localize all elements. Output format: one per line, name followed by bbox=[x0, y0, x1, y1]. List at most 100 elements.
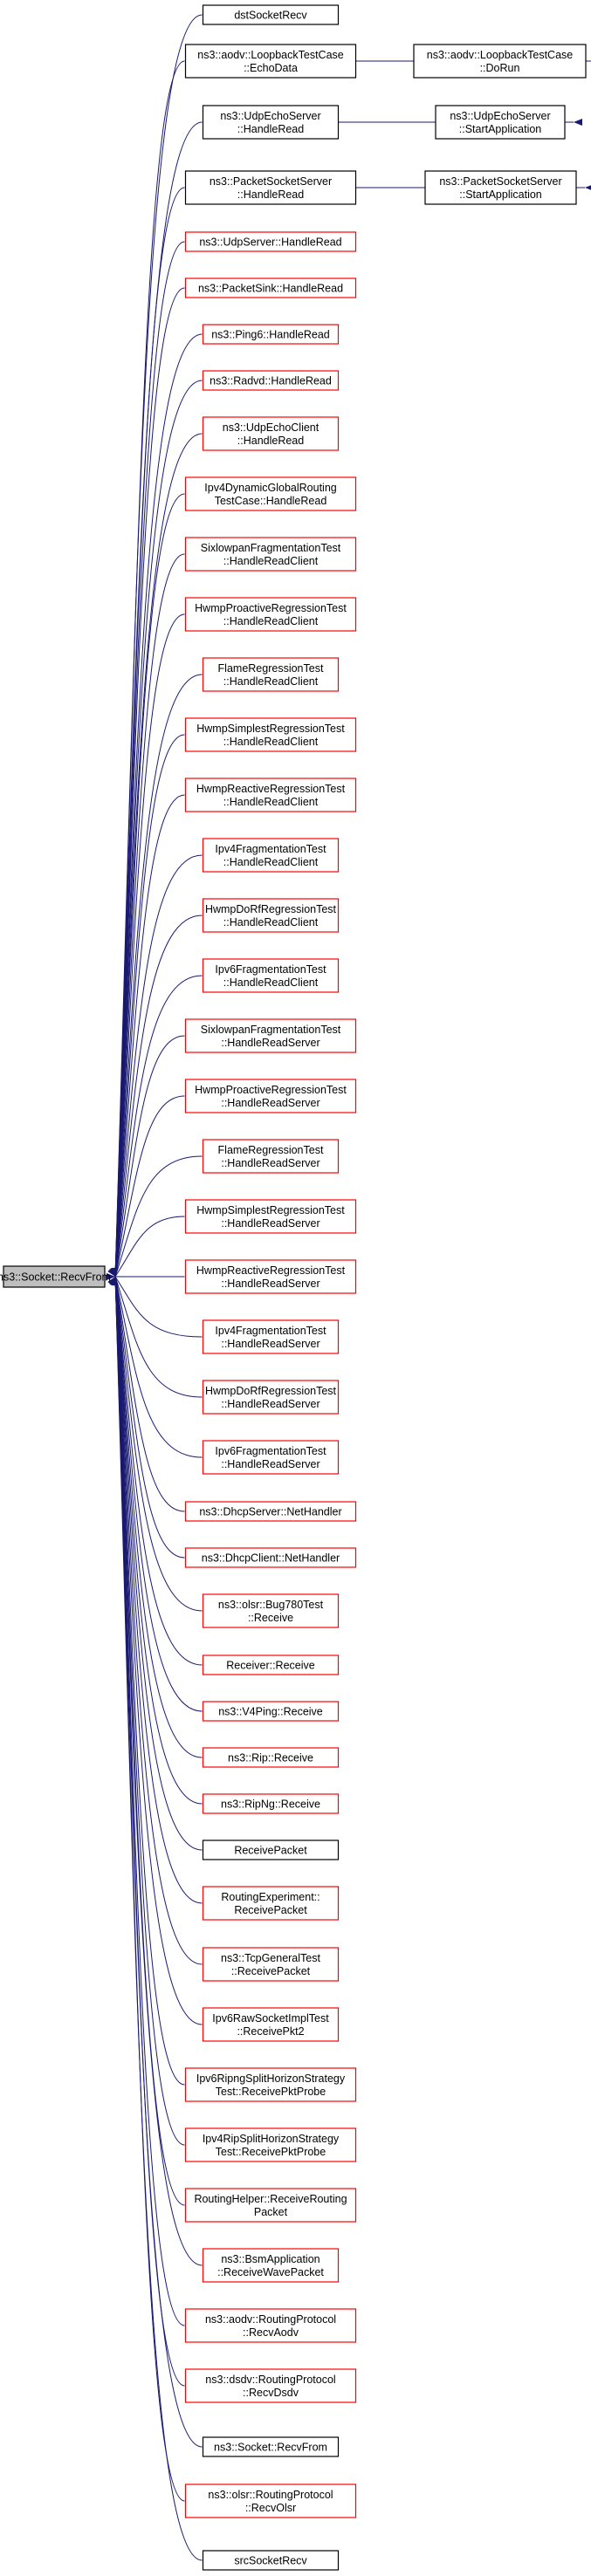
node-box bbox=[202, 1701, 340, 1722]
node-box bbox=[435, 105, 566, 140]
node-ipv6fragmentationtest-handlereadclient[interactable]: Ipv6FragmentationTest::HandleReadClient bbox=[202, 958, 340, 993]
node-label-line: HwmpProactiveRegressionTest bbox=[195, 602, 347, 614]
call-edge-ns3-socket-recvfrom bbox=[111, 1267, 203, 2448]
node-dstsocketrecv[interactable]: dstSocketRecv bbox=[202, 4, 340, 25]
node-label-line: HwmpReactiveRegressionTest bbox=[196, 783, 346, 795]
node-label-line: ::HandleReadClient bbox=[223, 615, 319, 627]
node-label-line: ns3::Radvd::HandleRead bbox=[210, 375, 332, 387]
node-label-line: ns3::TcpGeneralTest bbox=[221, 1952, 320, 1964]
node-ns3-ripng-receive[interactable]: ns3::RipNg::Receive bbox=[202, 1793, 340, 1814]
focus-node: ns3::Socket::RecvFrom bbox=[0, 1265, 111, 1288]
node-label-line: ::HandleRead bbox=[237, 435, 304, 447]
node-ns3-udpserver-handleread[interactable]: ns3::UdpServer::HandleRead bbox=[184, 231, 357, 252]
node-ns3-dsdv-routingprotocol-recvdsdv[interactable]: ns3::dsdv::RoutingProtocol::RecvDsdv bbox=[184, 2368, 357, 2403]
node-box bbox=[184, 44, 357, 79]
node-label-line: ns3::UdpServer::HandleRead bbox=[199, 236, 341, 249]
node-ns3-v4ping-receive[interactable]: ns3::V4Ping::Receive bbox=[202, 1701, 340, 1722]
call-edge-ns3-udpechoclient-handleread bbox=[111, 433, 203, 1286]
node-label-line: ::HandleReadServer bbox=[221, 1217, 320, 1230]
node-hwmpreactiveregressiontest-handlereadserver[interactable]: HwmpReactiveRegressionTest::HandleReadSe… bbox=[184, 1259, 357, 1294]
node-srcsocketrecv[interactable]: srcSocketRecv bbox=[202, 2550, 340, 2571]
node-hwmpproactiveregressiontest-handlereadserver[interactable]: HwmpProactiveRegressionTest::HandleReadS… bbox=[184, 1079, 357, 1113]
node-hwmpdorfregressiontest-handlereadserver[interactable]: HwmpDoRfRegressionTest::HandleReadServer bbox=[202, 1380, 340, 1415]
node-ns3-tcpgeneraltest-receivepacket[interactable]: ns3::TcpGeneralTest::ReceivePacket bbox=[202, 1947, 340, 1982]
node-box bbox=[202, 2436, 340, 2457]
node-label-line: ns3::Socket::RecvFrom bbox=[214, 2442, 327, 2454]
node-hwmpproactiveregressiontest-handlereadclient[interactable]: HwmpProactiveRegressionTest::HandleReadC… bbox=[184, 597, 357, 632]
node-ns3-udpechoserver-startapplication[interactable]: ns3::UdpEchoServer::StartApplication bbox=[435, 105, 566, 140]
node-label-line: ns3::BsmApplication bbox=[221, 2253, 320, 2265]
node-box bbox=[184, 1079, 357, 1113]
node-hwmpdorfregressiontest-handlereadclient[interactable]: HwmpDoRfRegressionTest::HandleReadClient bbox=[202, 898, 340, 933]
node-label-line: ::Receive bbox=[248, 1612, 293, 1624]
call-edge-ns3-dhcpserver-nethandler bbox=[110, 1267, 185, 1512]
node-label-line: Ipv6RipngSplitHorizonStrategy bbox=[196, 2072, 346, 2085]
node-receiver-receive[interactable]: Receiver::Receive bbox=[202, 1655, 340, 1675]
node-ipv4ripsplithorizonstrategy-test-receivepktprobe[interactable]: Ipv4RipSplitHorizonStrategyTest::Receive… bbox=[184, 2127, 357, 2162]
node-box bbox=[413, 44, 587, 79]
call-edge-flameregressiontest-handlereadclient bbox=[111, 674, 203, 1286]
node-sixlowpanfragmentationtest-handlereadclient[interactable]: SixlowpanFragmentationTest::HandleReadCl… bbox=[184, 537, 357, 572]
node-ns3-dhcpclient-nethandler[interactable]: ns3::DhcpClient::NetHandler bbox=[184, 1547, 357, 1568]
node-ipv6fragmentationtest-handlereadserver[interactable]: Ipv6FragmentationTest::HandleReadServer bbox=[202, 1440, 340, 1475]
node-ns3-olsr-routingprotocol-recvolsr[interactable]: ns3::olsr::RoutingProtocol::RecvOlsr bbox=[184, 2484, 357, 2518]
edges-layer bbox=[107, 14, 591, 2561]
node-ns3-packetsocketserver-startapplication[interactable]: ns3::PacketSocketServer::StartApplicatio… bbox=[424, 170, 577, 205]
node-flameregressiontest-handlereadserver[interactable]: FlameRegressionTest::HandleReadServer bbox=[202, 1139, 340, 1174]
call-edge-ipv6ripngsplithorizonstrategytest-receivepktprobe bbox=[111, 1267, 185, 2086]
node-ns3-rip-receive[interactable]: ns3::Rip::Receive bbox=[202, 1747, 340, 1768]
node-label-line: SixlowpanFragmentationTest bbox=[201, 1024, 341, 1036]
node-ipv4fragmentationtest-handlereadserver[interactable]: Ipv4FragmentationTest::HandleReadServer bbox=[202, 1319, 340, 1354]
node-label-line: ::HandleReadServer bbox=[221, 1458, 320, 1470]
node-receivepacket[interactable]: ReceivePacket bbox=[202, 1840, 340, 1860]
node-label-line: TestCase::HandleRead bbox=[215, 495, 327, 507]
node-ns3-aodv-loopbacktestcase-echodata[interactable]: ns3::aodv::LoopbackTestCase::EchoData bbox=[184, 44, 357, 79]
node-ns3-bsmapplication-receivewavepacket[interactable]: ns3::BsmApplication::ReceiveWavePacket bbox=[202, 2248, 340, 2283]
node-ns3-dhcpserver-nethandler[interactable]: ns3::DhcpServer::NetHandler bbox=[184, 1501, 357, 1522]
node-ipv4fragmentationtest-handlereadclient[interactable]: Ipv4FragmentationTest::HandleReadClient bbox=[202, 838, 340, 873]
node-sixlowpanfragmentationtest-handlereadserver[interactable]: SixlowpanFragmentationTest::HandleReadSe… bbox=[184, 1018, 357, 1053]
node-label-line: ns3::Ping6::HandleRead bbox=[211, 329, 330, 341]
node-label-line: ns3::V4Ping::Receive bbox=[218, 1706, 323, 1718]
node-box bbox=[184, 1018, 357, 1053]
node-ns3-ping6-handleread[interactable]: ns3::Ping6::HandleRead bbox=[202, 324, 340, 345]
node-ns3-udpechoserver-handleread[interactable]: ns3::UdpEchoServer::HandleRead bbox=[202, 105, 340, 140]
node-label-line: srcSocketRecv bbox=[234, 2555, 307, 2567]
node-ns3-socket-recvfrom[interactable]: ns3::Socket::RecvFrom bbox=[202, 2436, 340, 2457]
focus-node-box bbox=[3, 1265, 106, 1288]
node-label-line: ::HandleReadServer bbox=[221, 1338, 320, 1350]
node-box bbox=[202, 1440, 340, 1475]
call-edge-ipv6fragmentationtest-handlereadserver bbox=[109, 1267, 203, 1458]
node-ns3-aodv-routingprotocol-recvaodv[interactable]: ns3::aodv::RoutingProtocol::RecvAodv bbox=[184, 2308, 357, 2343]
node-routingexperiment-receivepacket[interactable]: RoutingExperiment::ReceivePacket bbox=[202, 1886, 340, 1921]
node-label-line: ::RecvAodv bbox=[243, 2326, 299, 2339]
node-box bbox=[184, 1259, 357, 1294]
call-edge-ns3-tcpgeneraltest-receivepacket bbox=[111, 1267, 203, 1965]
node-ns3-olsr-bug780test-receive[interactable]: ns3::olsr::Bug780Test::Receive bbox=[202, 1593, 340, 1628]
call-edge-ipv4dynamicglobalroutingtestcase-handleread bbox=[111, 493, 185, 1286]
node-box bbox=[184, 1501, 357, 1522]
node-box bbox=[202, 1747, 340, 1768]
node-hwmpsimplestregressiontest-handlereadclient[interactable]: HwmpSimplestRegressionTest::HandleReadCl… bbox=[184, 717, 357, 752]
node-flameregressiontest-handlereadclient[interactable]: FlameRegressionTest::HandleReadClient bbox=[202, 657, 340, 692]
node-hwmpreactiveregressiontest-handlereadclient[interactable]: HwmpReactiveRegressionTest::HandleReadCl… bbox=[184, 778, 357, 812]
node-ns3-udpechoclient-handleread[interactable]: ns3::UdpEchoClient::HandleRead bbox=[202, 416, 340, 451]
node-label-line: ns3::olsr::Bug780Test bbox=[218, 1599, 324, 1611]
node-ipv4dynamicglobalrouting-testcase-handleread[interactable]: Ipv4DynamicGlobalRoutingTestCase::Handle… bbox=[184, 476, 357, 511]
node-hwmpsimplestregressiontest-handlereadserver[interactable]: HwmpSimplestRegressionTest::HandleReadSe… bbox=[184, 1199, 357, 1234]
call-edge-ns3-packetsink-handleread bbox=[111, 287, 185, 1286]
call-edge-ns3-olsr-bug780test-receive bbox=[110, 1267, 203, 1612]
node-label-line: Receiver::Receive bbox=[226, 1660, 314, 1672]
node-ipv6rawsocketimpltest-receivepkt2[interactable]: Ipv6RawSocketImplTest::ReceivePkt2 bbox=[202, 2007, 340, 2042]
node-ipv6ripngsplithorizonstrategy-test-receivepktprobe[interactable]: Ipv6RipngSplitHorizonStrategyTest::Recei… bbox=[184, 2067, 357, 2102]
node-ns3-packetsink-handleread[interactable]: ns3::PacketSink::HandleRead bbox=[184, 277, 357, 298]
node-label-line: RoutingHelper::ReceiveRouting bbox=[194, 2193, 347, 2205]
node-ns3-packetsocketserver-handleread[interactable]: ns3::PacketSocketServer::HandleRead bbox=[184, 170, 357, 205]
node-ns3-aodv-loopbacktestcase-dorun[interactable]: ns3::aodv::LoopbackTestCase::DoRun bbox=[413, 44, 587, 79]
call-edge-hwmpdorfregressiontest-handlereadserver bbox=[109, 1267, 203, 1398]
node-ns3-radvd-handleread[interactable]: ns3::Radvd::HandleRead bbox=[202, 370, 340, 391]
node-label-line: ::RecvOlsr bbox=[245, 2502, 296, 2514]
node-box bbox=[202, 1139, 340, 1174]
